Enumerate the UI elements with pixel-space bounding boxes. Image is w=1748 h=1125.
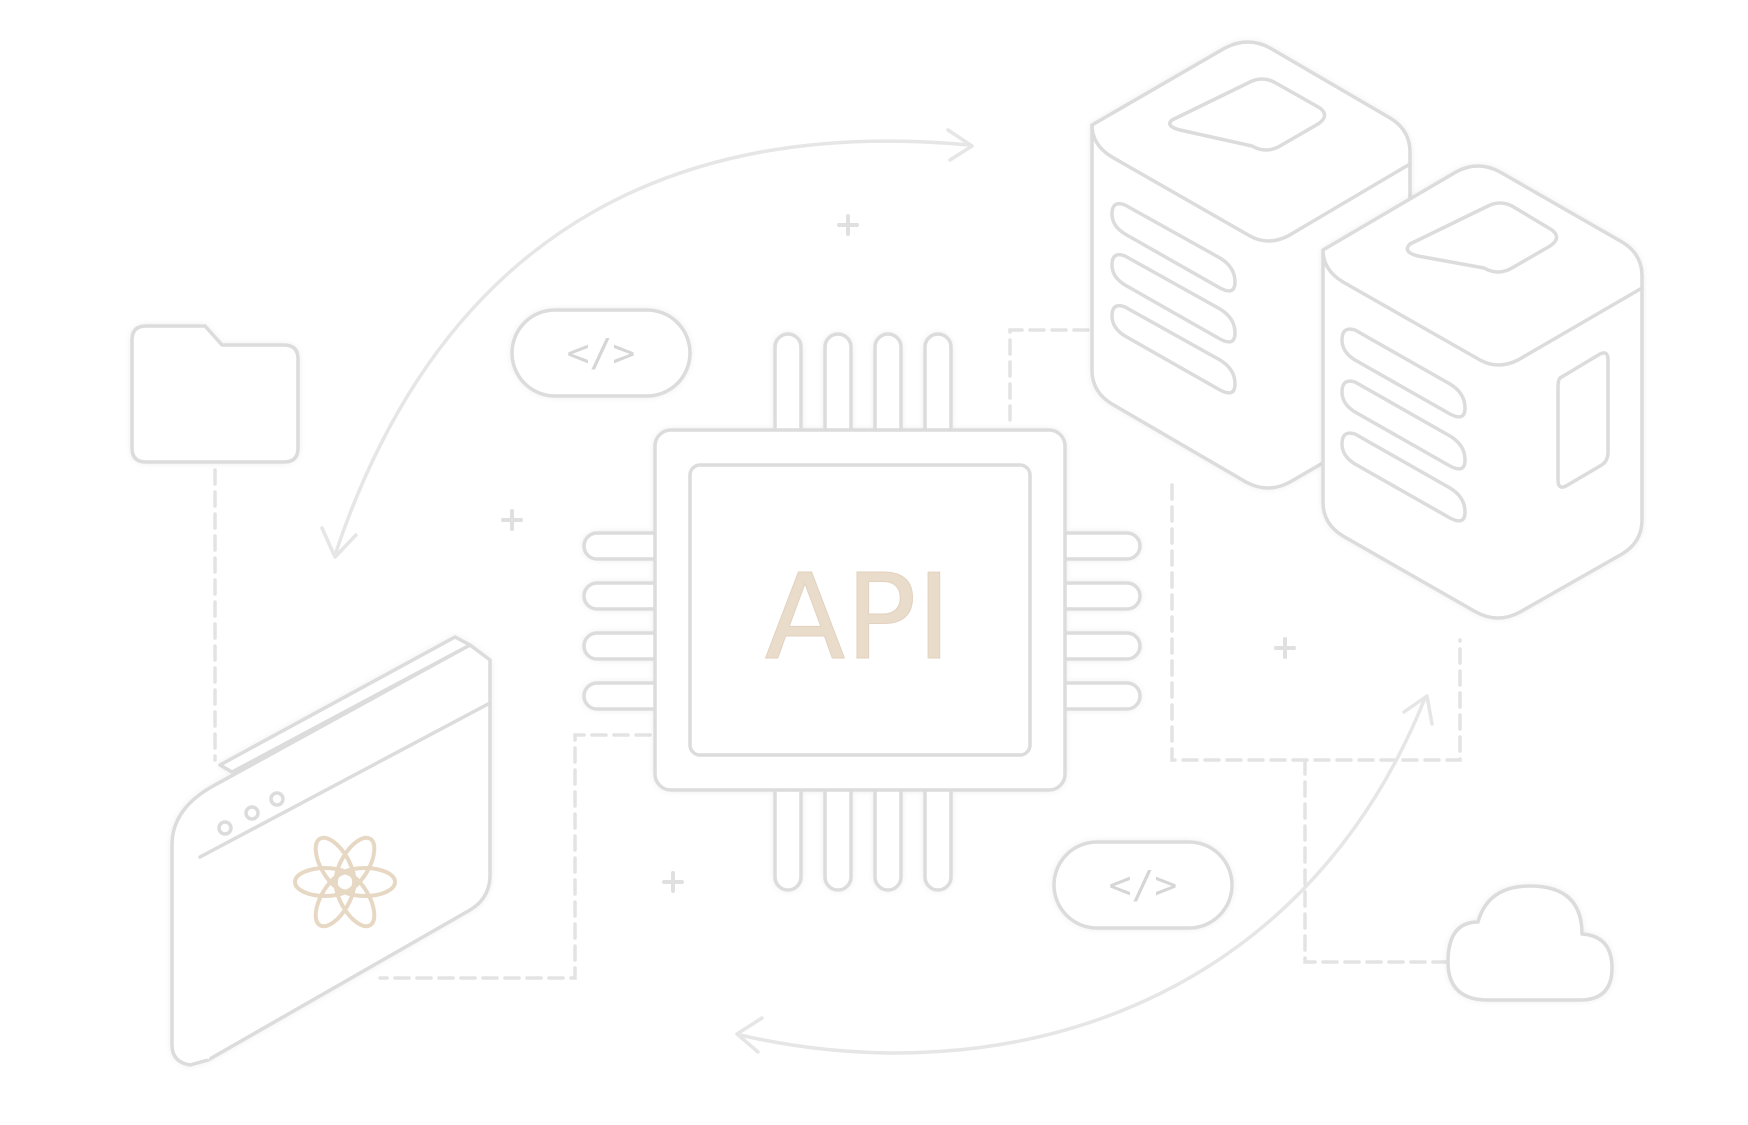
- chip-pins-top: [773, 332, 953, 446]
- api-chip: API: [582, 332, 1142, 892]
- plus-icon: [501, 509, 523, 531]
- plus-icon: [1274, 637, 1296, 659]
- arrow-bottom: [738, 696, 1427, 1055]
- chip-pins-right: [1048, 531, 1142, 711]
- cloud-icon: [1446, 884, 1614, 1002]
- dashed-connectors: [213, 328, 1462, 980]
- code-badge-label: </>: [567, 331, 636, 375]
- chip-pins-bottom: [773, 776, 953, 892]
- code-badge-label: </>: [1109, 863, 1178, 907]
- plus-icons: [501, 214, 1296, 893]
- plus-icon: [662, 871, 684, 893]
- arrow-top-head: [946, 128, 974, 162]
- chip-label: API: [765, 548, 952, 686]
- folder-icon: [130, 324, 300, 464]
- server-icon: [1321, 164, 1644, 620]
- arrow-top: [333, 139, 972, 557]
- openai-logo-icon: [293, 835, 397, 929]
- code-badge-bottom: </>: [1052, 840, 1234, 930]
- browser-window-icon: [170, 635, 492, 1067]
- chip-core: [688, 463, 1032, 757]
- chip-pins-left: [582, 531, 676, 711]
- plus-icon: [837, 214, 859, 236]
- code-badge-top: </>: [510, 308, 692, 398]
- arrow-left-head: [320, 526, 358, 559]
- arrow-bottom-right-head: [1402, 694, 1434, 726]
- cycle-arrows: [320, 128, 1434, 1055]
- arrow-bottom-left-head: [735, 1016, 764, 1054]
